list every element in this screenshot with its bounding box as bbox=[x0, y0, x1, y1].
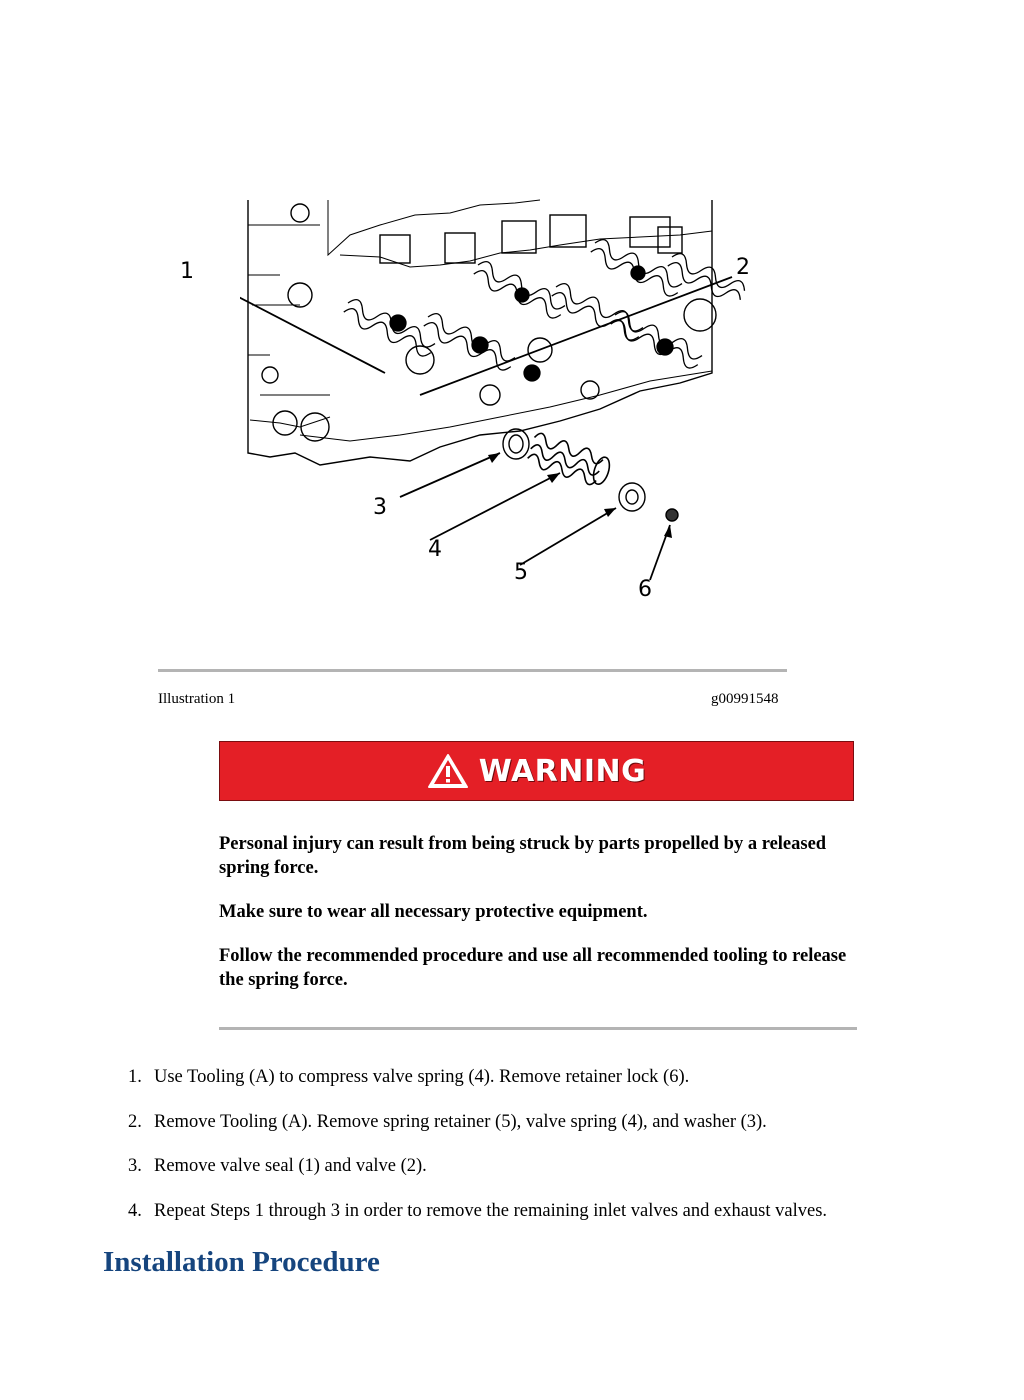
step-text: Repeat Steps 1 through 3 in order to rem… bbox=[154, 1200, 828, 1221]
list-item: 4. Repeat Steps 1 through 3 in order to … bbox=[128, 1199, 988, 1244]
step-number: 3. bbox=[128, 1156, 142, 1176]
warning-label: WARNING bbox=[478, 753, 647, 789]
list-item: 1. Use Tooling (A) to compress valve spr… bbox=[128, 1065, 988, 1110]
cylinder-head-drawing bbox=[247, 199, 717, 466]
callout-3: 3 bbox=[373, 495, 387, 520]
warning-triangle-icon bbox=[427, 754, 468, 788]
callout-arrowheads bbox=[488, 453, 672, 538]
removal-steps-list: 1. Use Tooling (A) to compress valve spr… bbox=[128, 1065, 988, 1243]
callout-5: 5 bbox=[514, 560, 528, 585]
warning-text-procedure: Follow the recommended procedure and use… bbox=[219, 946, 847, 990]
list-item: 2. Remove Tooling (A). Remove spring ret… bbox=[128, 1110, 988, 1155]
step-number: 1. bbox=[128, 1067, 142, 1087]
illustration-caption: Illustration 1 bbox=[158, 691, 236, 707]
callout-4: 4 bbox=[428, 537, 442, 562]
step-text: Use Tooling (A) to compress valve spring… bbox=[154, 1067, 690, 1087]
callout-2: 2 bbox=[736, 255, 750, 280]
step-text: Remove valve seal (1) and valve (2). bbox=[154, 1156, 427, 1176]
callout-1: 1 bbox=[180, 259, 194, 284]
valve-assembly-illustration: 1 2 3 4 5 6 bbox=[180, 195, 780, 615]
illustration-id: g00991548 bbox=[711, 691, 779, 707]
warning-banner: WARNING bbox=[219, 741, 854, 801]
step-text: Remove Tooling (A). Remove spring retain… bbox=[154, 1111, 767, 1132]
list-item: 3. Remove valve seal (1) and valve (2). bbox=[128, 1154, 988, 1199]
callout-6: 6 bbox=[638, 577, 652, 602]
figure-divider bbox=[158, 669, 787, 672]
removed-parts bbox=[502, 428, 679, 522]
warning-divider bbox=[219, 1027, 857, 1030]
warning-text-equipment: Make sure to wear all necessary protecti… bbox=[219, 902, 648, 922]
installed-valve-springs bbox=[343, 238, 746, 382]
callout-leader-lines bbox=[199, 276, 733, 581]
step-number: 4. bbox=[128, 1200, 142, 1221]
step-number: 2. bbox=[128, 1111, 142, 1132]
warning-text-injury: Personal injury can result from being st… bbox=[219, 834, 827, 878]
section-heading: Installation Procedure bbox=[103, 1246, 380, 1278]
